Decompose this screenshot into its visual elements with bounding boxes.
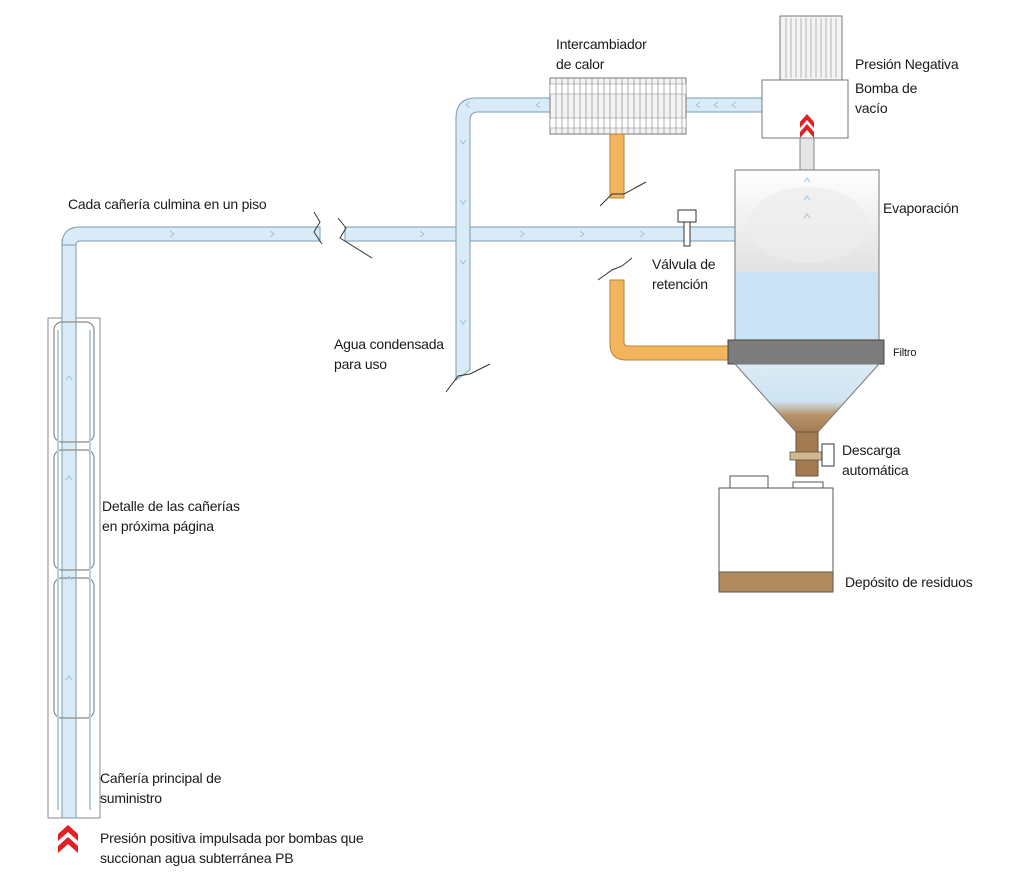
check-valve (677, 209, 697, 247)
positive-pressure-arrow-icon (58, 825, 78, 853)
positive-pressure-label: Presión positiva impulsada por bombas qu… (100, 828, 364, 868)
waste-tank-label: Depósito de residuos (845, 574, 973, 590)
main-pipe-label-line2: suministro (100, 790, 162, 806)
heat-exchanger-label: Intercambiador de calor (556, 34, 647, 74)
positive-pressure-label-line2: succionan agua subterránea PB (100, 850, 294, 866)
discharge-valve (789, 443, 835, 467)
evaporation-label: Evaporación (883, 200, 959, 216)
evaporation-tank (734, 169, 880, 341)
condensed-water-label: Agua condensada para uso (334, 334, 444, 374)
pipe-detail-label: Detalle de las cañerías en próxima págin… (102, 496, 240, 536)
main-pipe-label: Cañería principal de suministro (100, 768, 221, 808)
check-valve-label: Válvula de retención (652, 254, 716, 294)
check-valve-label-line1: Válvula de (652, 256, 716, 272)
check-valve-label-line2: retención (652, 276, 708, 292)
auto-discharge-label-line2: automática (842, 462, 909, 478)
negative-pressure-label: Presión Negativa (855, 56, 959, 72)
filter (727, 339, 885, 365)
vacuum-pump-label-line1: Bomba de (855, 80, 918, 96)
auto-discharge-label-line1: Descarga (842, 442, 901, 458)
condensed-water-label-line1: Agua condensada (334, 336, 444, 352)
pipe-detail-label-line1: Detalle de las cañerías (102, 498, 240, 514)
negative-pressure-arrow-icon (800, 114, 814, 138)
pipe-detail-label-line2: en próxima página (102, 518, 214, 534)
condensed-water-label-line2: para uso (334, 356, 387, 372)
floor-pipe-label: Cada cañería culmina en un piso (68, 196, 267, 212)
heat-exchanger-label-line2: de calor (556, 56, 605, 72)
vacuum-pump-label: Bomba de vacío (855, 78, 917, 118)
floor-pipe (61, 211, 736, 259)
main-supply-pipe (47, 239, 101, 819)
main-pipe-label-line1: Cañería principal de (100, 770, 222, 786)
condensed-water-pipe (445, 97, 561, 393)
vacuum-line-pipe (685, 97, 763, 113)
filter-label: Filtro (893, 347, 917, 359)
heat-exchanger (549, 77, 687, 135)
vacuum-pump (761, 15, 849, 171)
orange-pipe-top (599, 133, 647, 207)
flow-chevrons (65, 101, 811, 681)
waste-tank (718, 475, 834, 593)
vacuum-pump-label-line2: vacío (855, 100, 888, 116)
auto-discharge-label: Descarga automática (842, 440, 909, 480)
heat-exchanger-label-line1: Intercambiador (556, 36, 647, 52)
positive-pressure-label-line1: Presión positiva impulsada por bombas qu… (100, 830, 364, 846)
